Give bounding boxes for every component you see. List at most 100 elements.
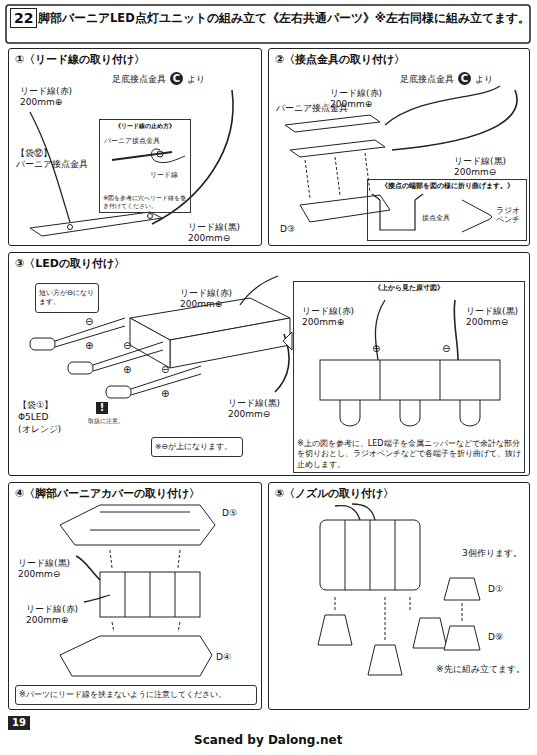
- part-label: 200mm⊖: [466, 317, 508, 327]
- drawing-stroke: [300, 195, 390, 222]
- drawing-stroke: [318, 615, 352, 645]
- part-label: D⑨: [488, 632, 503, 642]
- box-heading: ⑤〈ノズルの取り付け〉: [275, 486, 523, 501]
- part-label: ※先に組み立てます。: [436, 664, 525, 674]
- part-label: 200mm⊖: [18, 569, 60, 579]
- panel4-art: [60, 505, 215, 676]
- drawing-stroke: [125, 572, 175, 617]
- part-label: 取扱に注意。: [88, 418, 124, 425]
- part-label: 足底接点金具: [112, 74, 166, 84]
- part-label: リード線(赤): [26, 604, 78, 614]
- note-box: ※⊖が上になります。: [151, 437, 243, 457]
- part-label: リード線: [150, 171, 178, 179]
- box-note: ※図を参考に穴へリード線を巻き付けてください。: [103, 194, 187, 210]
- drawing-stroke: [444, 578, 480, 600]
- drawing-stroke: [340, 400, 480, 426]
- part-label: リード線(黒): [18, 558, 70, 568]
- drawing-stroke: [413, 618, 447, 648]
- polarity-mark: ⊖: [123, 340, 131, 352]
- part-label: リード線(赤): [20, 86, 72, 96]
- note-box: 短い方が⊖になります。: [35, 283, 99, 313]
- page-number: 19: [8, 716, 30, 730]
- box-heading: ※⊖が上になります。: [155, 442, 239, 451]
- part-label: リード線(赤): [180, 288, 232, 298]
- panel3-art: [30, 276, 500, 426]
- page-title: 脚部バーニアLED点灯ユニットの組み立て《左右共通パーツ》※左右同様に組み立てま…: [38, 11, 530, 26]
- drawing-stroke: [392, 90, 517, 150]
- step-panel: ③〈LEDの取り付け〉短い方が⊖になります。※⊖が上になります。《上から見た原寸…: [8, 252, 530, 476]
- polarity-mark: ⊕: [161, 388, 169, 400]
- drawing-stroke: [112, 622, 180, 632]
- polarity-mark: ⊖: [161, 364, 169, 376]
- drawing-stroke: [444, 626, 480, 650]
- polarity-mark: ⊕: [372, 343, 380, 355]
- part-label: バーニア接点金具: [104, 137, 160, 145]
- part-label: 200mm⊕: [180, 299, 222, 309]
- drawing-stroke: [290, 140, 385, 157]
- part-label: バーニア接点金具: [276, 103, 348, 113]
- part-label: 足底接点金具: [400, 74, 454, 84]
- drawing-stroke: [60, 636, 212, 676]
- part-label: 【袋①】: [18, 400, 53, 410]
- step-number: 22: [10, 8, 37, 28]
- warning-icon: !: [96, 402, 108, 414]
- polarity-mark: ⊖: [85, 316, 93, 328]
- part-label: リード線(黒): [228, 398, 280, 408]
- drawing-stroke: [157, 151, 163, 157]
- drawing-stroke: [112, 152, 172, 160]
- drawing-stroke: [68, 225, 73, 230]
- part-label: 3個作ります。: [462, 548, 522, 558]
- drawing-stroke: [240, 276, 278, 305]
- box-heading: ※パーツにリード線を挟まないように注意してください。: [19, 690, 253, 700]
- drawing-stroke: [320, 360, 500, 400]
- drawing-stroke: [454, 300, 458, 360]
- drawing-stroke: [320, 520, 420, 590]
- note-box: 《リード線の止め方》 ※図を参考に穴へリード線を巻き付けてください。: [99, 119, 191, 213]
- part-label: Φ5LED: [18, 412, 48, 422]
- part-label: 【袋⑫】: [16, 148, 52, 158]
- polarity-mark: ⊖: [442, 343, 450, 355]
- drawing-stroke: [30, 212, 162, 236]
- drawing-stroke: [368, 645, 402, 675]
- part-label: リード線(赤): [302, 306, 354, 316]
- drawing-stroke: [148, 214, 153, 219]
- drawing-stroke: [283, 332, 292, 350]
- part-label: バーニア接点金具: [16, 159, 88, 169]
- drawing-stroke: [90, 512, 200, 530]
- drawing-stroke: [462, 200, 492, 232]
- drawing-stroke: [305, 153, 370, 198]
- part-label: 200mm⊕: [20, 97, 62, 107]
- part-label: 200mm⊕: [26, 615, 68, 625]
- part-label: D③: [280, 224, 295, 234]
- polarity-mark: ⊕: [123, 364, 131, 376]
- box-heading: 短い方が⊖になります。: [39, 289, 95, 307]
- part-label: (オレンジ): [18, 424, 61, 434]
- part-label: 200mm⊕: [302, 317, 344, 327]
- drawing-stroke: [285, 115, 380, 132]
- part-label: 200mm⊖: [228, 409, 270, 419]
- part-label: リード線(赤): [330, 88, 382, 98]
- drawing-stroke: [60, 505, 215, 545]
- part-letter: C: [170, 72, 183, 85]
- box-heading: ①〈リード線の取り付け〉: [15, 52, 255, 67]
- drawing-stroke: [462, 603, 463, 622]
- title-bar: [6, 5, 530, 43]
- drawing-stroke: [385, 86, 500, 125]
- part-letter: C: [458, 72, 471, 85]
- box-heading: 《リード線の止め方》: [103, 122, 187, 130]
- box-heading: ③〈LEDの取り付け〉: [15, 256, 523, 271]
- led: [30, 318, 201, 398]
- drawing-stroke: [68, 362, 93, 374]
- drawing-stroke: [152, 90, 233, 224]
- drawing-stroke: [100, 572, 200, 617]
- drawing-stroke: [76, 556, 100, 580]
- box-heading: ④〈脚部バーニアカバーの取り付け〉: [15, 486, 255, 501]
- box-heading: 《接点の端部を図の様に折り曲げます。》: [371, 182, 523, 191]
- panel5-art: [318, 504, 480, 675]
- part-label: D①: [488, 584, 503, 594]
- part-label: 接点金具: [422, 214, 450, 222]
- polarity-mark: ⊕: [85, 340, 93, 352]
- part-label: リード線(黒): [466, 306, 518, 316]
- watermark: Scaned by Dalong.net: [194, 734, 342, 748]
- drawing-stroke: [170, 318, 290, 368]
